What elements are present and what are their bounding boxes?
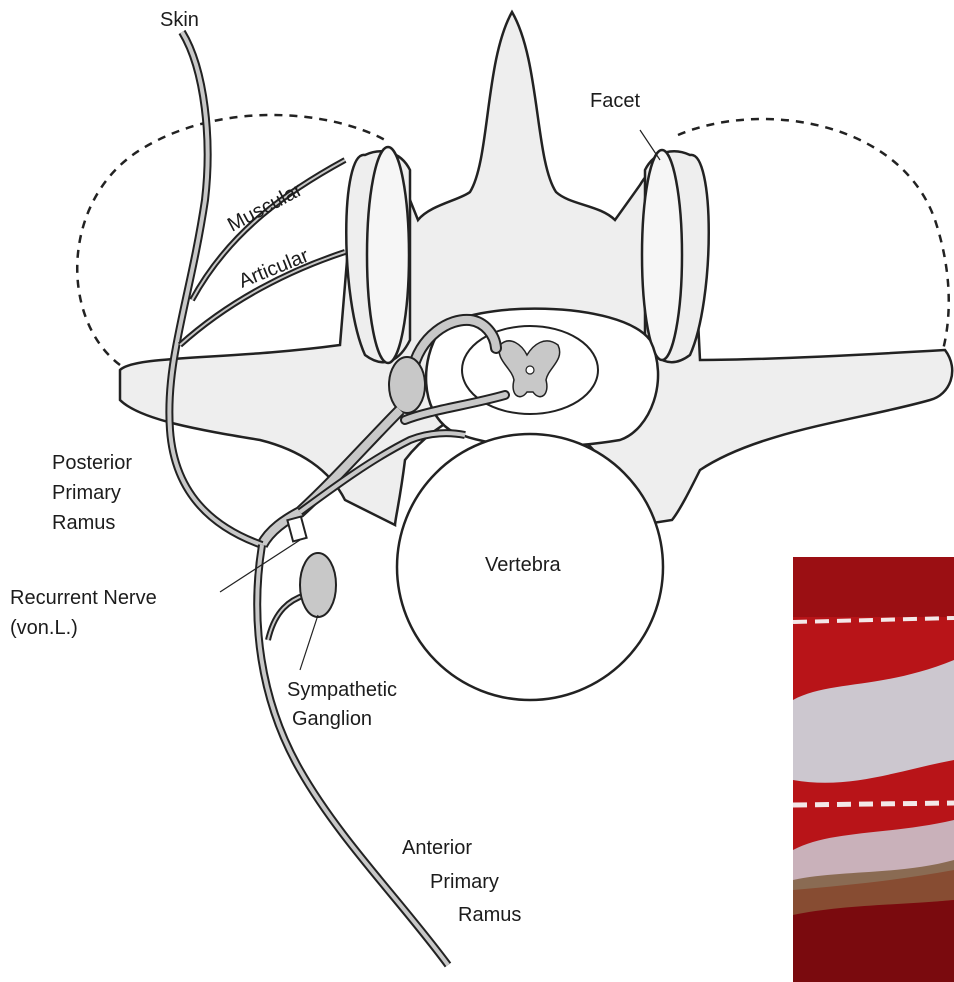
label-anterior-line3: Ramus xyxy=(458,904,521,926)
right-facet xyxy=(642,150,709,362)
recurrent-nerve-marker xyxy=(287,517,306,542)
label-facet: Facet xyxy=(590,90,640,112)
label-skin: Skin xyxy=(160,9,199,31)
label-anterior-line1: Anterior xyxy=(402,837,472,859)
label-recurrent-line2: (von.L.) xyxy=(10,617,78,639)
left-paraspinal-dashed-outline xyxy=(77,115,385,365)
sympathetic-leader-line xyxy=(300,615,318,670)
gray-ramus xyxy=(268,595,305,640)
right-paraspinal-dashed-outline xyxy=(678,119,949,360)
label-anterior-line2: Primary xyxy=(430,871,499,893)
left-facet xyxy=(346,147,410,363)
facet-leader-line xyxy=(640,130,660,160)
label-muscular: Muscular xyxy=(224,179,306,237)
label-posterior-line1: Posterior xyxy=(52,452,132,474)
label-vertebra: Vertebra xyxy=(485,554,561,576)
label-posterior-line3: Ramus xyxy=(52,512,115,534)
label-articular: Articular xyxy=(236,245,313,293)
label-sympathetic-line2: Ganglion xyxy=(292,708,372,730)
label-posterior-line2: Primary xyxy=(52,482,121,504)
sympathetic-ganglion xyxy=(300,553,336,617)
label-sympathetic-line1: Sympathetic xyxy=(287,679,397,701)
inset-photo xyxy=(793,557,954,982)
label-recurrent-line1: Recurrent Nerve xyxy=(10,587,157,609)
dorsal-root-ganglion xyxy=(389,357,425,413)
